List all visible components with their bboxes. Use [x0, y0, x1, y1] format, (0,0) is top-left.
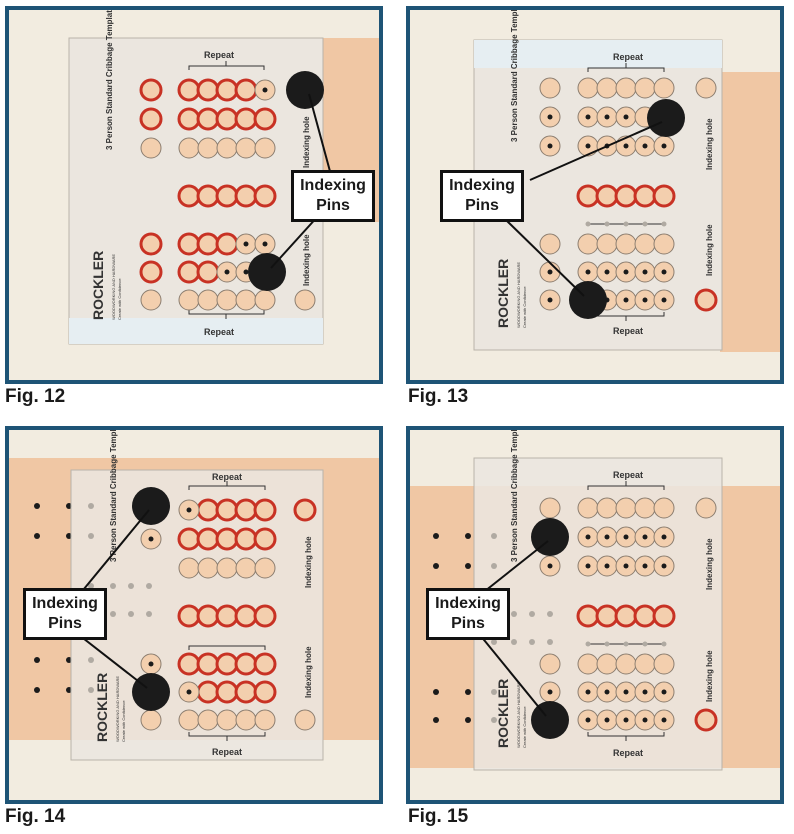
- brand-tagline: Create with Confidence: [522, 706, 527, 748]
- indexing-hole-label: Indexing hole: [705, 118, 714, 170]
- brand-tagline: Create with Confidence: [121, 700, 126, 742]
- template-title: 3 Person Standard Cribbage Template: [109, 430, 118, 562]
- figure-14-caption: Fig. 14: [5, 806, 66, 827]
- leader-line: [479, 540, 549, 596]
- template-title: 3 Person Standard Cribbage Template: [510, 10, 519, 142]
- template-clear-edge: [69, 318, 323, 344]
- peg-holes: [539, 497, 718, 732]
- brand-tagline: Create with Confidence: [117, 278, 122, 320]
- wood-strip: [720, 72, 780, 352]
- leader-line: [308, 93, 332, 176]
- repeat-brackets: [188, 61, 265, 319]
- leader-line: [78, 634, 148, 689]
- brand-logo: ROCKLER: [495, 259, 511, 328]
- repeat-label-top: Repeat: [212, 472, 242, 482]
- indexing-hole-label-lower: Indexing hole: [302, 234, 311, 286]
- brand-tagline: Create with Confidence: [522, 286, 527, 328]
- repeat-label-bottom: Repeat: [613, 326, 643, 336]
- indexing-pin-top: [647, 99, 685, 137]
- figure-12-caption: Fig. 12: [5, 386, 66, 407]
- figure-12-diagram: Repeat Repeat 3 Person Standard Cribbage…: [68, 10, 379, 345]
- leader-line: [270, 214, 320, 269]
- repeat-label-bottom: Repeat: [204, 327, 234, 337]
- indexing-pin-bottom: [531, 701, 569, 739]
- template-clear-edge: [474, 40, 722, 68]
- indexing-hole-label-lower: Indexing hole: [705, 224, 714, 276]
- indexing-pins-callout: Indexing Pins: [426, 588, 510, 640]
- peg-holes: [139, 78, 316, 311]
- repeat-label-top: Repeat: [204, 50, 234, 60]
- indexing-pins-callout: Indexing Pins: [440, 170, 524, 222]
- indexing-pin-bottom: [132, 673, 170, 711]
- indexing-pins-callout: Indexing Pins: [23, 588, 107, 640]
- figure-13-panel: Repeat Repeat 3 Person Standard Cribbage…: [406, 6, 784, 384]
- figure-13-caption: Fig. 13: [408, 386, 469, 407]
- indexing-hole-label: Indexing hole: [302, 116, 311, 168]
- leader-line: [479, 634, 547, 717]
- figure-15-panel: Repeat Repeat 3 Person Standard Cribbage…: [406, 426, 784, 804]
- brand-subline: WOODWORKING AND HARDWARE: [111, 254, 116, 320]
- repeat-label-bottom: Repeat: [613, 748, 643, 758]
- brand-subline: WOODWORKING AND HARDWARE: [115, 676, 120, 742]
- repeat-brackets: [188, 481, 266, 741]
- brand-logo: ROCKLER: [94, 673, 110, 742]
- indexing-hole-label: Indexing hole: [304, 536, 313, 588]
- indexing-hole-label: Indexing hole: [705, 538, 714, 590]
- peg-holes: [539, 77, 718, 312]
- template-title: 3 Person Standard Cribbage Template: [105, 10, 114, 150]
- brand-logo: ROCKLER: [90, 251, 106, 320]
- repeat-label-top: Repeat: [613, 52, 643, 62]
- figure-15-diagram: Repeat Repeat 3 Person Standard Cribbage…: [410, 430, 780, 771]
- brand-subline: WOODWORKING AND HARDWARE: [516, 682, 521, 748]
- leader-line: [505, 219, 585, 297]
- drilled-holes: [433, 533, 471, 723]
- figure-15-caption: Fig. 15: [408, 806, 469, 827]
- figure-14-panel: Repeat Repeat 3 Person Standard Cribbage…: [5, 426, 383, 804]
- leader-line: [78, 509, 150, 596]
- indexing-pin-top: [286, 71, 324, 109]
- indexing-pin-top: [132, 487, 170, 525]
- indexing-pins-callout: Indexing Pins: [291, 170, 375, 222]
- figure-14-diagram: Repeat Repeat 3 Person Standard Cribbage…: [9, 430, 379, 761]
- peg-holes: [140, 498, 317, 731]
- repeat-label-bottom: Repeat: [212, 747, 242, 757]
- leader-line: [529, 121, 663, 181]
- brand-logo: ROCKLER: [495, 679, 511, 748]
- indexing-hole-label-lower: Indexing hole: [304, 646, 313, 698]
- indexing-hole-label-lower: Indexing hole: [705, 650, 714, 702]
- brand-subline: WOODWORKING AND HARDWARE: [516, 262, 521, 328]
- template-title: 3 Person Standard Cribbage Template: [510, 430, 519, 562]
- repeat-label-top: Repeat: [613, 470, 643, 480]
- figure-12-panel: Repeat Repeat 3 Person Standard Cribbage…: [5, 6, 383, 384]
